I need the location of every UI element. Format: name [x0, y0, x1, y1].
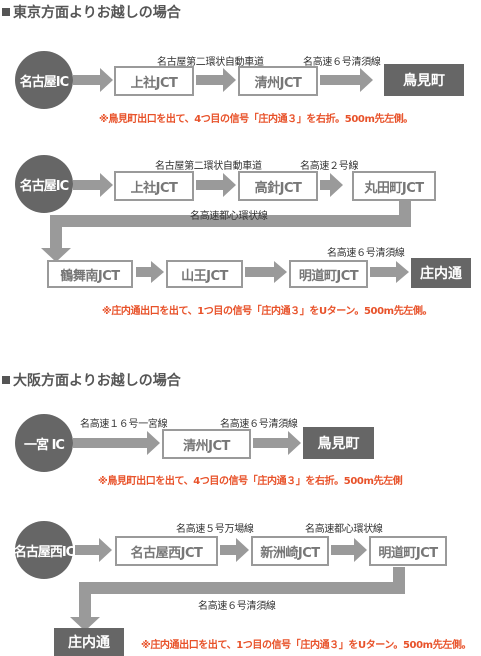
section-title-tokyo: 東京方面よりお越しの場合 [2, 2, 181, 22]
arrow-r4-2 [220, 538, 249, 562]
arrow-r3-2 [253, 431, 301, 455]
road-label: 名高速６号清須線 [220, 419, 298, 430]
start-ic-circle: 名古屋IC [15, 51, 73, 109]
jct-box: 清州JCT [162, 429, 251, 459]
arrow-r2-6 [370, 261, 409, 283]
road-label: 名古屋第二環状自動車道 [157, 57, 264, 68]
jct-box: 清州JCT [238, 66, 318, 96]
arrow-r4-1 [75, 538, 112, 562]
jct-box: 名古屋西JCT [115, 536, 218, 566]
section-title-text: 大阪方面よりお越しの場合 [13, 373, 181, 389]
jct-box: 明道町JCT [289, 260, 368, 288]
road-label: 名高速５号万場線 [176, 524, 254, 535]
destination-box: 庄内通 [54, 628, 124, 656]
section-title-text: 東京方面よりお越しの場合 [13, 5, 181, 21]
jct-box: 新洲崎JCT [251, 536, 329, 566]
start-ic-circle: 名古屋IC [15, 155, 73, 213]
road-label: 名高速１６号一宮線 [80, 419, 168, 430]
road-label: 名高速都心環状線 [305, 524, 383, 535]
start-ic-circle: 名古屋西IC [14, 521, 75, 579]
arrow-r2-5 [245, 261, 287, 283]
jct-box: 明道町JCT [369, 536, 447, 566]
destination-box: 庄内通 [411, 258, 471, 288]
road-label: 名古屋第二環状自動車道 [155, 161, 262, 172]
jct-box: 鶴舞南JCT [47, 260, 133, 288]
destination-box: 鳥見町 [384, 64, 464, 96]
arrow-r4-3 [331, 538, 367, 562]
arrow-r1-3 [320, 68, 373, 92]
jct-box: 上社JCT [114, 66, 194, 96]
jct-box: 山王JCT [166, 260, 243, 288]
road-label: 名高速６号清須線 [327, 248, 405, 259]
road-label: 名高速６号清須線 [198, 601, 276, 612]
route-note: ※鳥見町出口を出て、4つ目の信号「庄内通３」を右折。500m先左側 [98, 476, 403, 487]
arrow-r2-1 [73, 173, 113, 197]
arrow-r1-2 [196, 68, 236, 92]
jct-box: 丸田町JCT [352, 171, 436, 201]
start-ic-circle: 一宮 IC [15, 414, 73, 472]
arrow-r2-3 [320, 173, 343, 197]
road-label: 名高速６号清須線 [303, 57, 381, 68]
arrow-r1-1 [73, 68, 113, 92]
route-note: ※庄内通出口を出て、1つ目の信号「庄内通３」をUターン。500m先左側。 [102, 306, 433, 317]
arrow-r3-1 [73, 431, 160, 455]
jct-box: 上社JCT [114, 171, 194, 201]
square-bullet-icon [2, 8, 10, 16]
destination-box: 鳥見町 [303, 427, 374, 459]
arrow-r4-connector [70, 567, 405, 631]
jct-box: 高針JCT [238, 171, 318, 201]
route-note: ※庄内通出口を出て、1つ目の信号「庄内通３」をUターン。500m先左側。 [141, 640, 472, 651]
route-note: ※鳥見町出口を出て、4つ目の信号「庄内通３」を右折。500m先左側。 [99, 114, 413, 125]
section-title-osaka: 大阪方面よりお越しの場合 [2, 370, 181, 390]
road-label: 名高速２号線 [300, 161, 359, 172]
square-bullet-icon [2, 376, 10, 384]
road-label: 名高速都心環状線 [190, 211, 268, 222]
arrow-r2-4 [136, 261, 164, 283]
arrow-r2-2 [196, 173, 236, 197]
